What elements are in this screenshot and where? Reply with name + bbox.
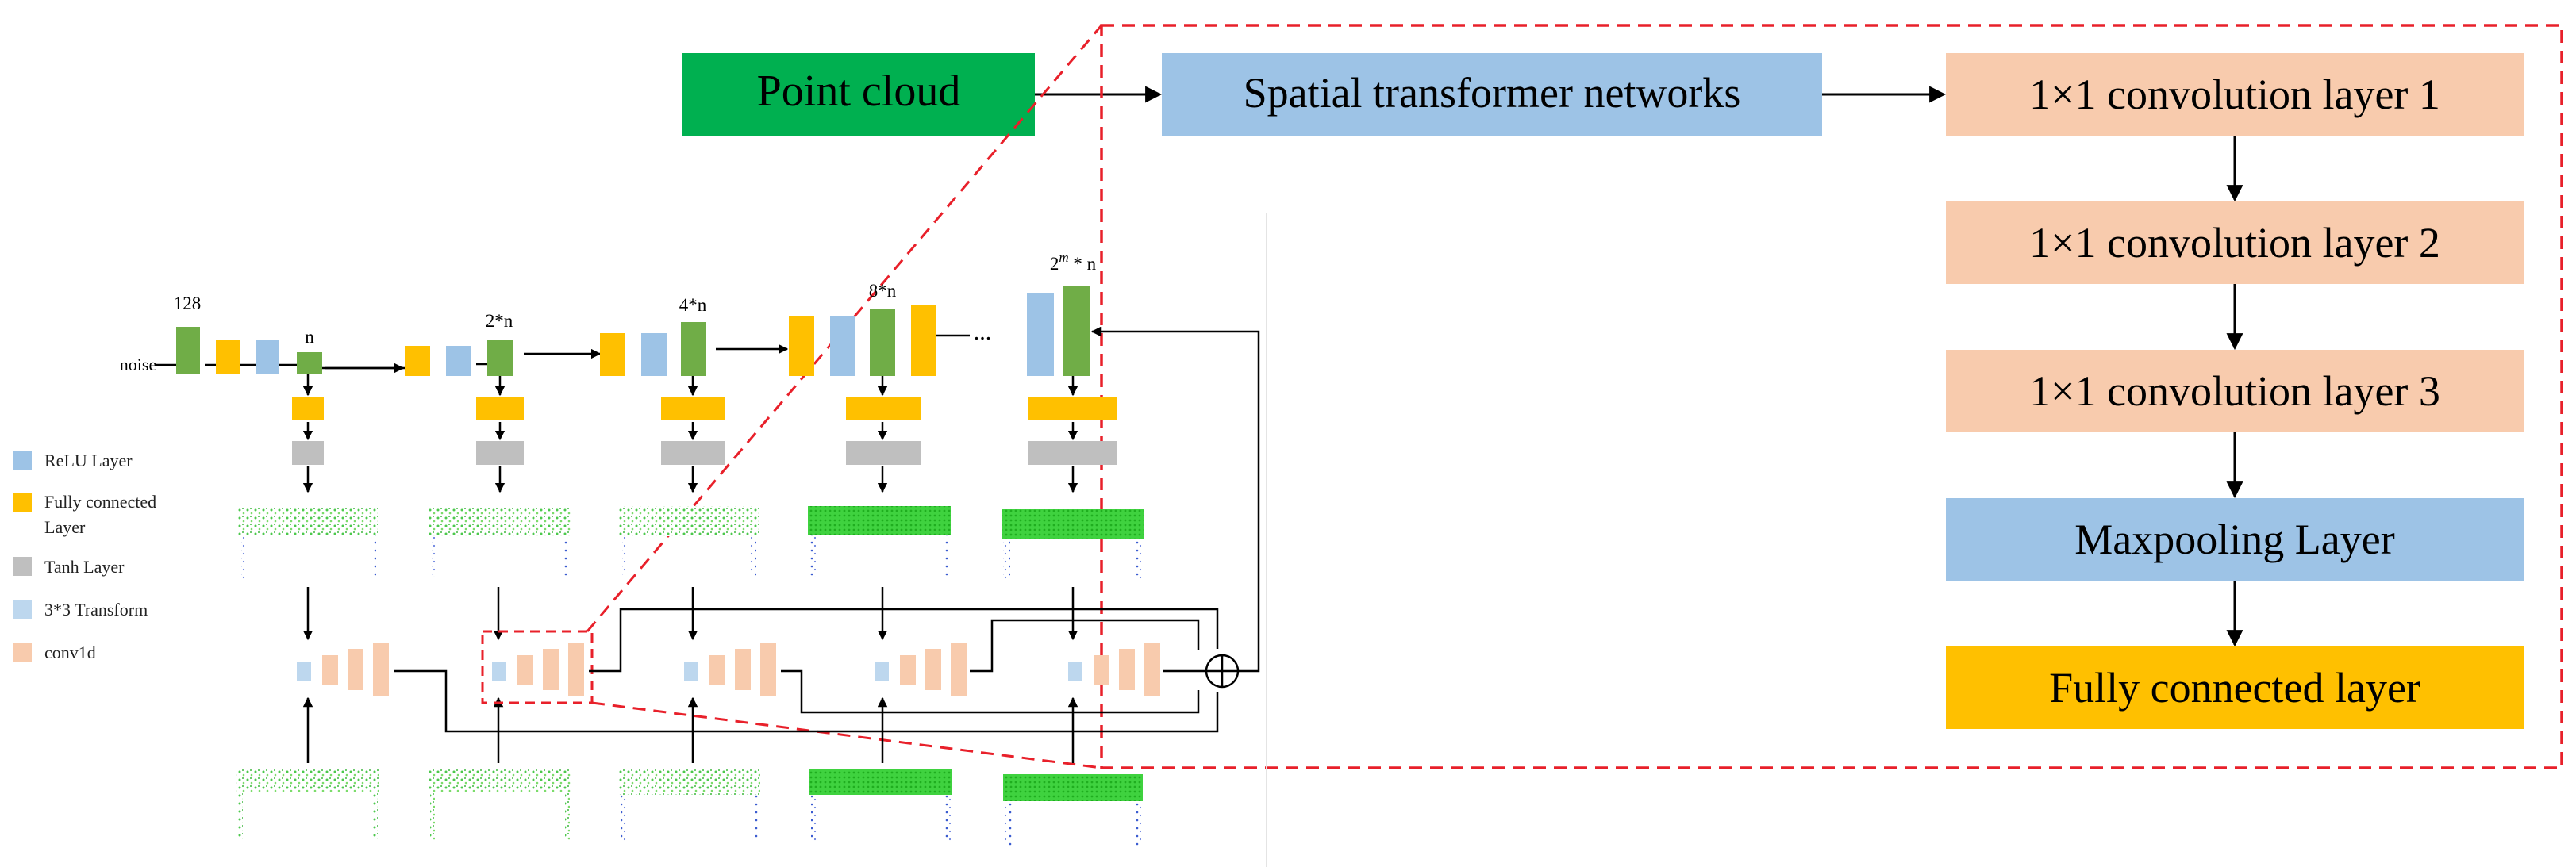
conv-layer-1-box: 1×1 convolution layer 1 [1946,53,2524,136]
input-point-clouds [236,769,1143,846]
dim-2mn-base: 2 [1050,254,1059,274]
stn-label: Spatial transformer networks [1244,69,1741,117]
feedback-line [1090,326,1260,652]
conv-layer-3-label: 1×1 convolution layer 3 [2029,367,2440,415]
sum-circle-plus-icon [1205,654,1240,689]
stage5-relu-block [1027,293,1054,376]
ellipsis-label: ... [974,319,992,345]
point-cloud-label: Point cloud [757,67,961,116]
fc-label: Fully connected layer [2049,664,2420,712]
stage4-fc-block [789,316,814,376]
conv1d-blocks [297,643,1160,696]
stage3-out-block [681,322,706,376]
conv-layer-2-box: 1×1 convolution layer 2 [1946,201,2524,284]
stage2-fc-block [405,346,430,376]
stage2-relu-block [446,346,471,376]
legend-relu-label: ReLU Layer [44,451,133,470]
point-cloud-box: Point cloud [682,53,1035,136]
legend-transform-label: 3*3 Transform [44,600,148,620]
legend-transform-swatch [13,600,32,619]
noise-label: noise [120,355,156,374]
legend-relu-swatch [13,451,32,470]
legend-tanh-label: Tanh Layer [44,557,125,577]
fc-box: Fully connected layer [1946,646,2524,729]
dim-n-label: n [305,327,314,347]
highlight-conv1d-box [481,630,594,704]
dim-2n-label: 2*n [486,311,513,331]
stage-branches [292,374,1117,493]
zoom-line-bottom [591,701,1102,769]
dim-128-label: 128 [174,293,202,313]
stage4-out-block [870,309,895,376]
maxpool-box: Maxpooling Layer [1946,498,2524,581]
legend-tanh-swatch [13,557,32,576]
combining-lines [394,608,1260,733]
legend-fc-swatch [13,493,32,512]
stage1-green-block [176,327,200,374]
dim-2mn-exp: m [1059,250,1068,265]
stage1-fc-block [216,340,240,374]
stage3-fc-block [600,333,625,376]
stage4-fc2-block [911,305,936,376]
conv-layer-3-box: 1×1 convolution layer 3 [1946,350,2524,432]
stn-box: Spatial transformer networks [1162,53,1822,136]
stage2-out-block [487,340,513,376]
legend-fc-label-2: Layer [44,517,86,537]
stage5-out-block [1063,286,1090,376]
stage3-relu-block [641,333,667,376]
dim-2mn-tail: * n [1069,254,1097,274]
legend-conv1d-label: conv1d [44,643,96,662]
stage4-relu-block [830,316,855,376]
stage1-relu-block [256,340,279,374]
conv-layer-2-label: 1×1 convolution layer 2 [2029,219,2440,267]
stage1-out-block [297,352,322,374]
generated-point-clouds [238,506,1144,579]
conv-layer-1-label: 1×1 convolution layer 1 [2029,71,2440,118]
maxpool-label: Maxpooling Layer [2074,516,2394,563]
dim-8n-label: 8*n [869,281,897,301]
legend-conv1d-swatch [13,643,32,662]
dim-4n-label: 4*n [679,295,707,315]
dim-2mn-label: 2m * n [1050,250,1097,274]
legend: ReLU Layer Fully connected Layer Tanh La… [13,451,156,662]
legend-fc-label-1: Fully connected [44,492,156,512]
